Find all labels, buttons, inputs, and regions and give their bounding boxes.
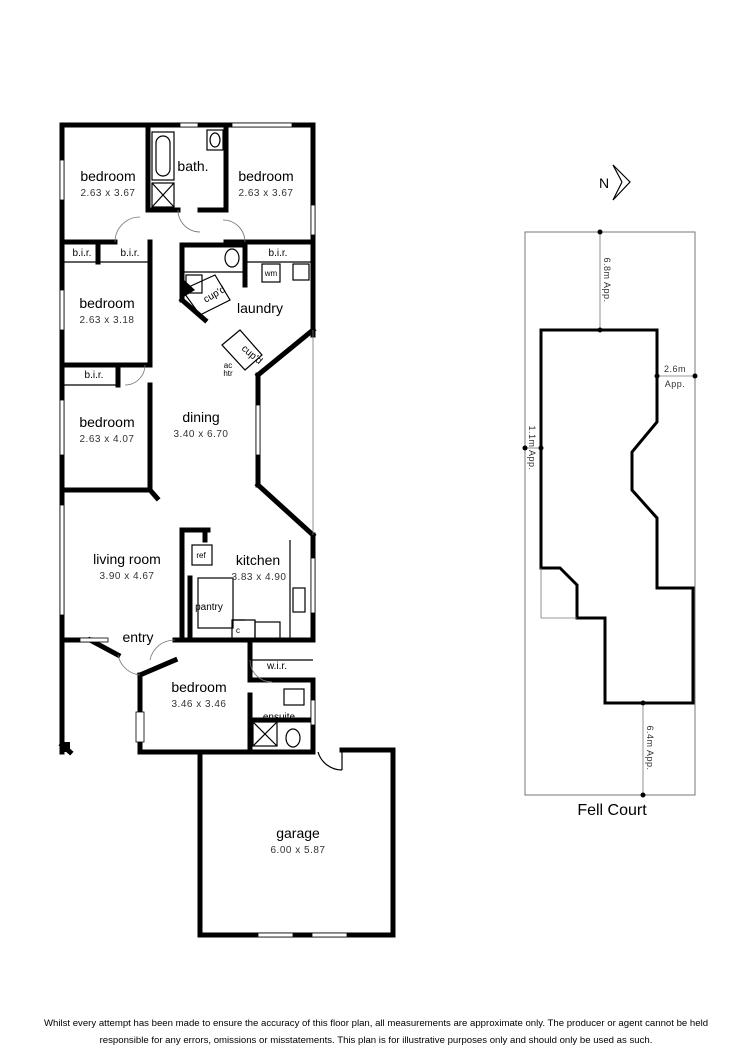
cupd-2-label: cup'd [239, 343, 264, 367]
side-setback-right-unit: App. [665, 379, 686, 389]
interior-walls [58, 122, 396, 938]
disclaimer-text: Whilst every attempt has been made to en… [43, 1018, 709, 1046]
bedroom-2-name: bedroom [238, 168, 293, 184]
c-label: c [236, 626, 240, 635]
dining-name: dining [182, 409, 219, 425]
bedroom-2-dim: 2.63 x 3.67 [239, 188, 294, 199]
room-labels: bedroom 2.63 x 3.67 bath. bedroom 2.63 x… [73, 158, 326, 856]
kitchen-name: kitchen [236, 552, 280, 568]
north-label: N [599, 175, 609, 191]
bir-2-name: b.i.r. [121, 248, 140, 259]
bedroom-4-dim: 2.63 x 4.07 [80, 434, 135, 445]
street-name: Fell Court [577, 802, 647, 819]
house-footprint [539, 328, 695, 705]
pantry-name: pantry [195, 602, 223, 613]
wir-name: w.i.r. [266, 661, 287, 672]
exterior-walls [59, 122, 316, 643]
bedroom-5-name: bedroom [171, 679, 226, 695]
living-room-name: living room [93, 551, 161, 567]
fixtures [151, 129, 310, 298]
bedroom-4-name: bedroom [79, 414, 134, 430]
lot-boundary [524, 231, 696, 796]
ref-label: ref [196, 551, 206, 560]
rear-setback-label: 6.8m App. [602, 257, 612, 302]
site-plan: N 6.8m App. 1.1m App. 2.6m App. 6.4m App… [522, 164, 698, 819]
bir-3-name: b.i.r. [269, 248, 288, 259]
kitchen-dim: 3.83 x 4.90 [232, 572, 287, 583]
living-room-dim: 3.90 x 4.67 [100, 571, 155, 582]
wm-label: wm [264, 269, 278, 278]
bedroom-1-name: bedroom [80, 168, 135, 184]
ac-label: ac [224, 361, 232, 370]
htr-label: htr [223, 369, 233, 378]
bir-4-name: b.i.r. [85, 370, 104, 381]
bedroom-3-dim: 2.63 x 3.18 [80, 315, 135, 326]
floor-plan: bedroom 2.63 x 3.67 bath. bedroom 2.63 x… [58, 122, 698, 938]
cupd-1-label: cup'd [202, 284, 228, 305]
laundry-name: laundry [237, 300, 283, 316]
bir-1-name: b.i.r. [73, 248, 92, 259]
entry-name: entry [122, 629, 153, 645]
garage-dim: 6.00 x 5.87 [271, 845, 326, 856]
north-arrow-icon: N [599, 164, 631, 201]
front-setback-label: 6.4m App. [645, 725, 655, 770]
ensuite-name: ensuite [263, 712, 296, 723]
bedroom-1-dim: 2.63 x 3.67 [81, 188, 136, 199]
side-setback-left-label: 1.1m App. [527, 425, 537, 470]
bath-name: bath. [177, 158, 208, 174]
doors [114, 209, 273, 683]
side-setback-right-label: 2.6m [664, 364, 686, 374]
dining-dim: 3.40 x 6.70 [174, 429, 229, 440]
bedroom-3-name: bedroom [79, 295, 134, 311]
garage-name: garage [276, 825, 320, 841]
bedroom-5-dim: 3.46 x 3.46 [172, 699, 227, 710]
